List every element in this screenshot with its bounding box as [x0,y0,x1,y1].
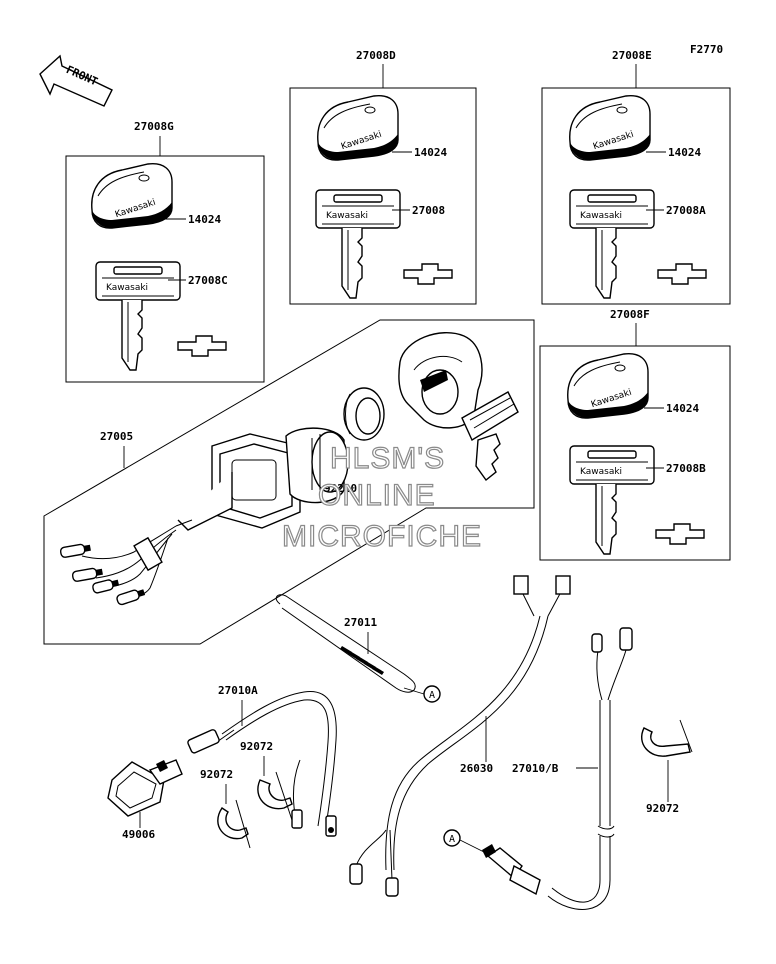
label-27010a: 27010A [218,684,258,697]
key-27008b: Kawasaki [569,445,655,555]
label-92072-a: 92072 [200,768,233,781]
watermark: HLSM'S ONLINE MICROFICHE [281,441,482,553]
tag-g [177,335,227,357]
label-27005: 27005 [100,430,133,443]
callout-a-lower: A [443,829,461,847]
knob-14024-f: Kawasaki [567,352,649,419]
svg-text:Kawasaki: Kawasaki [106,283,148,293]
label-27008g: 27008G [134,120,174,133]
label-27008a: 27008A [666,204,706,217]
label-27008b: 27008B [666,462,706,475]
tag-d [403,263,453,285]
switch-key [461,391,519,482]
label-27011: 27011 [344,616,377,629]
nut-92210 [343,387,385,441]
label-27008d: 27008D [356,49,396,62]
kit-box-27008f [539,345,731,561]
brake-switch [482,844,541,896]
harness-26030 [349,575,571,897]
tag-f [655,523,705,545]
svg-text:Kawasaki: Kawasaki [580,211,622,221]
label-27008e: 27008E [612,49,652,62]
svg-text:A: A [449,834,455,845]
knob-14024-d: Kawasaki [317,94,399,161]
label-27008: 27008 [412,204,445,217]
svg-text:Kawasaki: Kawasaki [580,467,622,477]
key-27008a: Kawasaki [569,189,655,299]
knob-14024-g: Kawasaki [91,162,173,229]
switch-wire-harness [59,525,177,606]
clamp-92072-b [257,771,293,821]
svg-text:A: A [429,690,435,701]
watermark-line-3: MICROFICHE [282,520,482,553]
label-14024-d: 14024 [414,146,447,159]
switch-49006 [107,759,183,817]
knob-14024-e: Kawasaki [569,94,651,161]
label-27010b: 27010/B [512,762,559,775]
label-26030: 26030 [460,762,493,775]
label-14024-g: 14024 [188,213,221,226]
cable-27010a [187,691,337,837]
front-arrow-icon: FRONT [39,54,113,107]
key-27008: Kawasaki [315,189,401,299]
clamp-92072-a [217,799,251,849]
label-92072-b: 92072 [240,740,273,753]
switch-assembly-box [43,319,535,645]
cable-27011 [275,594,416,693]
callout-a-upper: A [423,685,441,703]
label-14024-f: 14024 [666,402,699,415]
figure-code: F2770 [690,43,723,56]
label-92072-c: 92072 [646,802,679,815]
label-27008c: 27008C [188,274,228,287]
label-27008f: 27008F [610,308,650,321]
harness-27010b [547,627,633,910]
kit-box-27008g [65,155,265,383]
label-49006: 49006 [122,828,155,841]
tag-e [657,263,707,285]
watermark-line-2: ONLINE [318,479,436,512]
svg-text:Kawasaki: Kawasaki [326,211,368,221]
watermark-line-1: HLSM'S [330,442,445,475]
label-92210: 92210 [324,482,357,495]
key-27008c: Kawasaki [95,261,181,371]
switch-knob-cap [398,332,483,429]
ignition-switch-body [175,427,349,531]
label-14024-e: 14024 [668,146,701,159]
clamp-92072-c [641,719,693,757]
kit-box-27008d [289,87,477,305]
kit-box-27008e [541,87,731,305]
